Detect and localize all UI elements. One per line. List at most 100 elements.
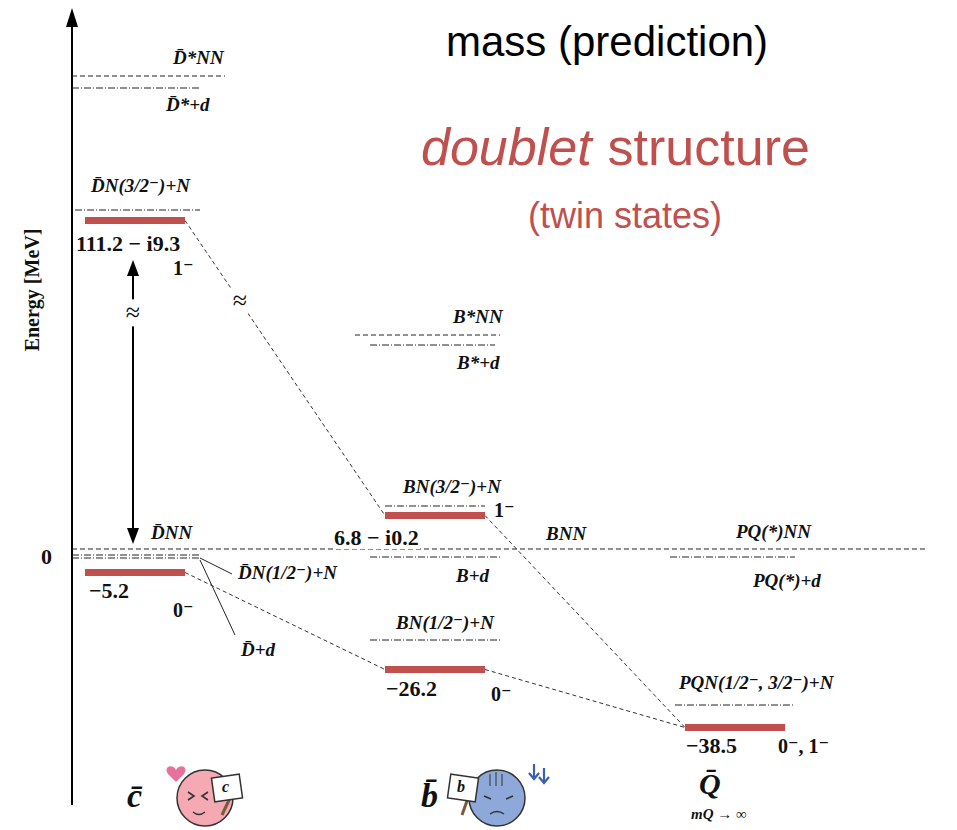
emphasis-word-anchor: doublet <box>420 120 593 175</box>
correlation-line <box>485 516 685 728</box>
threshold-label: B+d <box>455 566 490 586</box>
threshold-label-anchor: BNN <box>545 524 587 544</box>
threshold-label: BNN <box>545 524 587 544</box>
down-arrows <box>529 764 549 783</box>
threshold-label: BN(1/2⁻)+N <box>395 613 495 633</box>
threshold-label: BN(3/2⁻)+N <box>402 477 502 497</box>
threshold-label-anchor: D̄N(1/2⁻)+N <box>237 563 338 583</box>
threshold-line <box>72 76 225 77</box>
energy-value-anchor: 111.2 − i9.3 <box>75 232 181 255</box>
quark-label: Q̄ <box>698 768 722 800</box>
subheading-anchor: (twin states) <box>527 197 723 235</box>
gloom-line <box>490 774 491 786</box>
title: mass (prediction) <box>445 20 769 64</box>
axis-tick-anchor: 0 <box>40 545 53 568</box>
energy-axis <box>71 24 73 805</box>
threshold-label-anchor: PQN(1/2⁻, 3/2⁻)+N <box>678 673 834 693</box>
energy-value: 6.8 − i0.2 <box>333 526 420 549</box>
energy-value: 111.2 − i9.3 <box>75 232 181 255</box>
quark-label: c̄ <box>126 778 143 814</box>
axis-arrowhead <box>66 8 78 27</box>
spin-parity-anchor: 1⁻ <box>172 258 195 279</box>
axis-break: ≈ <box>125 299 141 326</box>
correlation-line <box>485 670 685 728</box>
energy-value-anchor: −38.5 <box>685 734 738 757</box>
character-eye <box>484 796 513 799</box>
axis-break: ≈ <box>232 287 248 314</box>
threshold-label: D̄*NN <box>172 48 225 68</box>
spin-parity-anchor: 1⁻ <box>493 500 516 521</box>
title-anchor: mass (prediction) <box>445 20 769 64</box>
threshold-line <box>385 506 485 507</box>
energy-value: −26.2 <box>385 677 438 700</box>
quark-label-anchor: c̄ <box>126 778 143 814</box>
limit-note-anchor: mQ → ∞ <box>690 806 748 823</box>
energy-level-bar: −26.20⁻ <box>385 666 485 673</box>
spin-parity: 0⁻, 1⁻ <box>777 736 830 757</box>
spin-parity-anchor: 0⁻, 1⁻ <box>777 736 830 757</box>
threshold-label: D̄N(3/2⁻)+N <box>90 176 191 196</box>
leader-line <box>200 560 235 635</box>
axis-break-anchor: ≈ <box>125 299 141 326</box>
subheading: (twin states) <box>527 197 723 235</box>
sign-letter-anchor: c <box>221 779 230 796</box>
energy-value: −38.5 <box>685 734 738 757</box>
axis-label: Energy [MeV] <box>22 228 43 353</box>
axis-label-anchor: Energy [MeV] <box>22 228 43 353</box>
threshold-line <box>670 557 795 558</box>
threshold-label: PQN(1/2⁻, 3/2⁻)+N <box>678 673 834 693</box>
threshold-line <box>72 558 200 559</box>
threshold-label-anchor: D̄+d <box>240 640 276 660</box>
character-eye <box>188 792 194 800</box>
energy-level-bar: 111.2 − i9.31⁻ <box>85 217 185 224</box>
axis-tick: 0 <box>40 545 53 568</box>
threshold-label: B*NN <box>452 307 504 327</box>
energy-value: −5.2 <box>88 579 130 602</box>
emphasis-word: doublet <box>420 120 593 175</box>
gap-arrowhead <box>127 528 139 544</box>
heading-word-anchor: structure <box>607 120 811 175</box>
leader-line <box>200 558 232 574</box>
sign-board <box>211 774 242 802</box>
heart-icon <box>167 766 186 782</box>
threshold-line <box>355 335 500 336</box>
quark-label-anchor: b̄ <box>420 778 439 814</box>
correlation-line <box>185 573 385 670</box>
threshold-line <box>72 555 200 556</box>
threshold-label: B*+d <box>456 353 501 373</box>
sign-letter: c <box>221 779 230 796</box>
zero-threshold-line <box>72 549 925 550</box>
threshold-label: D̄NN <box>150 523 193 543</box>
threshold-label: D̄*+d <box>165 95 211 115</box>
threshold-line <box>72 88 200 89</box>
energy-level-bar: −38.50⁻, 1⁻ <box>685 724 785 731</box>
threshold-label-anchor: B+d <box>455 566 490 586</box>
axis-break-anchor: ≈ <box>232 287 248 314</box>
gloom-line <box>502 774 503 786</box>
threshold-line <box>75 210 200 211</box>
threshold-label: D̄+d <box>240 640 276 660</box>
charm-character <box>167 766 243 826</box>
threshold-line <box>370 557 500 558</box>
threshold-label-anchor: B*+d <box>456 353 501 373</box>
energy-value-anchor: 6.8 − i0.2 <box>333 526 420 549</box>
threshold-label: D̄N(1/2⁻)+N <box>237 563 338 583</box>
threshold-label-anchor: D̄NN <box>150 523 193 543</box>
correlation-line <box>185 221 385 516</box>
threshold-label: PQ(*)+d <box>752 571 822 591</box>
threshold-label-anchor: B*NN <box>452 307 504 327</box>
bottom-character <box>447 764 549 826</box>
spin-parity-anchor: 0⁻ <box>490 684 513 705</box>
character-eye <box>202 792 208 800</box>
threshold-label-anchor: PQ(*)+d <box>752 571 822 591</box>
threshold-label-anchor: D̄*NN <box>172 48 225 68</box>
threshold-label-anchor: PQ(*)NN <box>735 522 812 542</box>
energy-value-anchor: −26.2 <box>385 677 438 700</box>
spin-parity-anchor: 0⁻ <box>172 600 195 621</box>
quark-label: b̄ <box>420 778 439 814</box>
quark-label-anchor: Q̄ <box>698 768 722 800</box>
gap-arrowhead <box>127 260 139 276</box>
energy-level-bar: 6.8 − i0.21⁻ <box>385 512 485 519</box>
limit-note: mQ → ∞ <box>690 807 748 823</box>
